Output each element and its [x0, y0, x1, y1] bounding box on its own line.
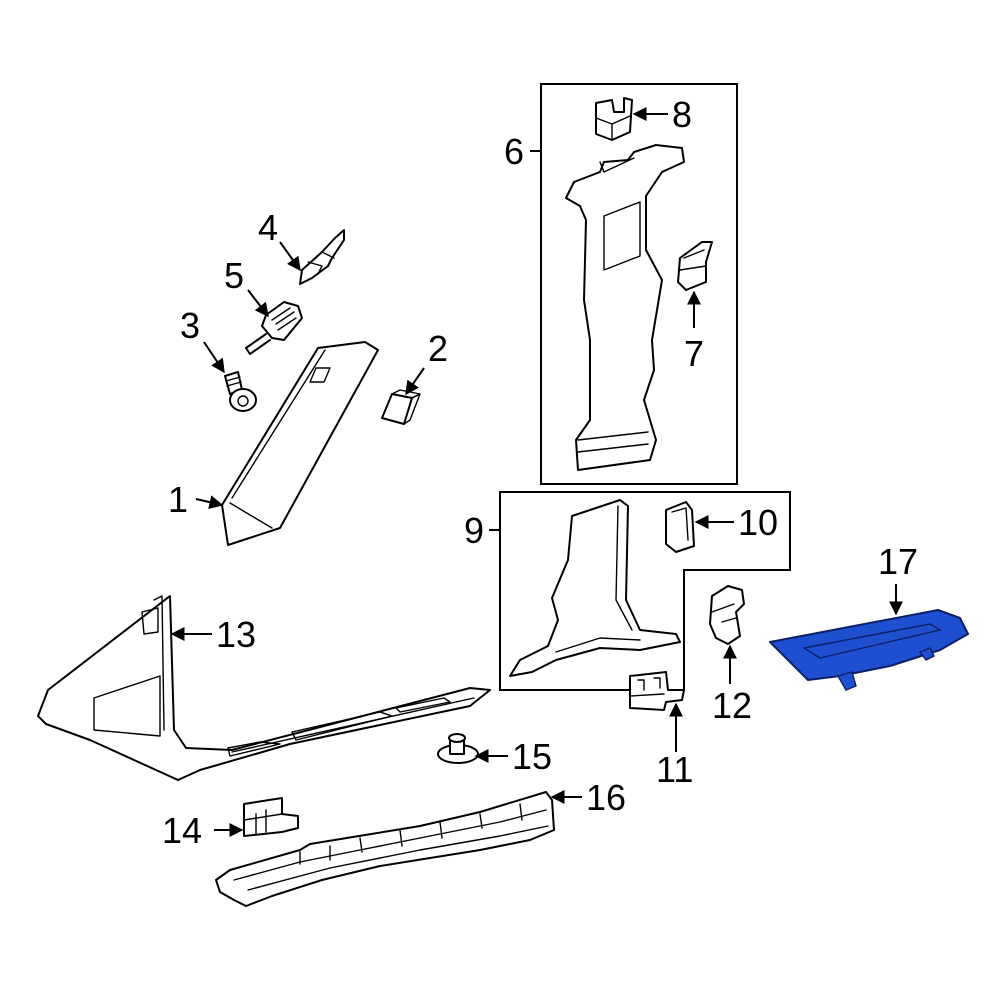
callout-14: 14: [162, 810, 202, 851]
part-3-screw[interactable]: [224, 371, 257, 412]
callout-1: 1: [168, 479, 188, 520]
callout-2: 2: [428, 328, 448, 369]
leader-lines: [170, 107, 903, 837]
part-12-clip[interactable]: [709, 585, 745, 645]
callout-8: 8: [672, 94, 692, 135]
callout-9: 9: [464, 510, 484, 551]
part-5-clip[interactable]: [245, 301, 303, 355]
part-17-scuff-plate[interactable]: [769, 609, 969, 691]
part-7-clip[interactable]: [677, 241, 713, 291]
part-1-pillar-trim[interactable]: [221, 341, 379, 546]
part-9-pillar-lower-trim[interactable]: [509, 499, 681, 677]
part-4-bracket[interactable]: [299, 229, 345, 285]
part-11-bracket[interactable]: [629, 671, 685, 711]
callout-7: 7: [684, 333, 704, 374]
part-2-clip[interactable]: [381, 389, 421, 425]
group-box-9: [499, 491, 791, 691]
callout-5: 5: [224, 255, 244, 296]
callout-3: 3: [180, 305, 200, 346]
group-box-6: [540, 83, 738, 485]
part-14-clip[interactable]: [243, 797, 299, 837]
callout-4: 4: [258, 207, 278, 248]
part-6-pillar-upper-trim[interactable]: [565, 144, 685, 471]
part-13-sill-trim[interactable]: [37, 595, 491, 781]
callout-15: 15: [512, 736, 552, 777]
part-16-sill-bracket[interactable]: [215, 791, 555, 907]
callout-16: 16: [586, 777, 626, 818]
callout-10: 10: [738, 502, 778, 543]
part-10-clip[interactable]: [665, 501, 695, 553]
callout-6: 6: [504, 131, 524, 172]
callout-12: 12: [712, 685, 752, 726]
callout-13: 13: [216, 614, 256, 655]
part-15-push-clip[interactable]: [437, 733, 479, 764]
callout-11: 11: [656, 749, 693, 790]
callout-17: 17: [878, 541, 918, 582]
part-8-clip[interactable]: [595, 97, 633, 141]
